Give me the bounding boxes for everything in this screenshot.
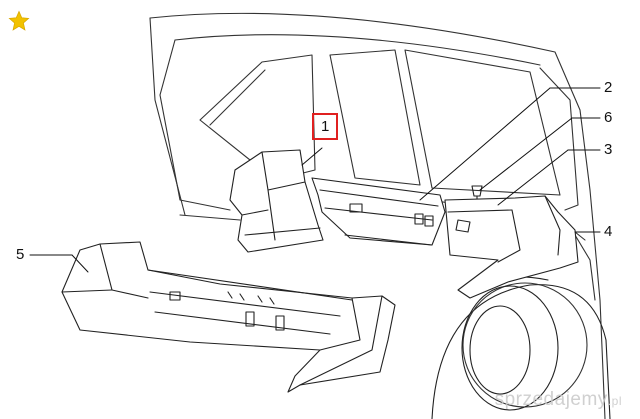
part-3-panel <box>444 195 579 299</box>
watermark-text: sprzedajemy <box>494 389 608 410</box>
callout-3: 3 <box>604 141 613 158</box>
star-icon[interactable] <box>8 10 30 32</box>
part-5-sill <box>61 241 396 393</box>
watermark-tld: .pl <box>607 394 622 408</box>
callout-6: 6 <box>604 109 613 126</box>
part-2-sill <box>311 177 446 246</box>
part-1-panel <box>229 149 324 253</box>
callout-4: 4 <box>604 223 613 240</box>
watermark: sprzedajemy.pl <box>495 389 622 411</box>
callout-1: 1 <box>312 113 339 140</box>
leader-lines <box>29 87 601 273</box>
callout-5: 5 <box>16 246 25 263</box>
callout-2: 2 <box>604 79 613 96</box>
